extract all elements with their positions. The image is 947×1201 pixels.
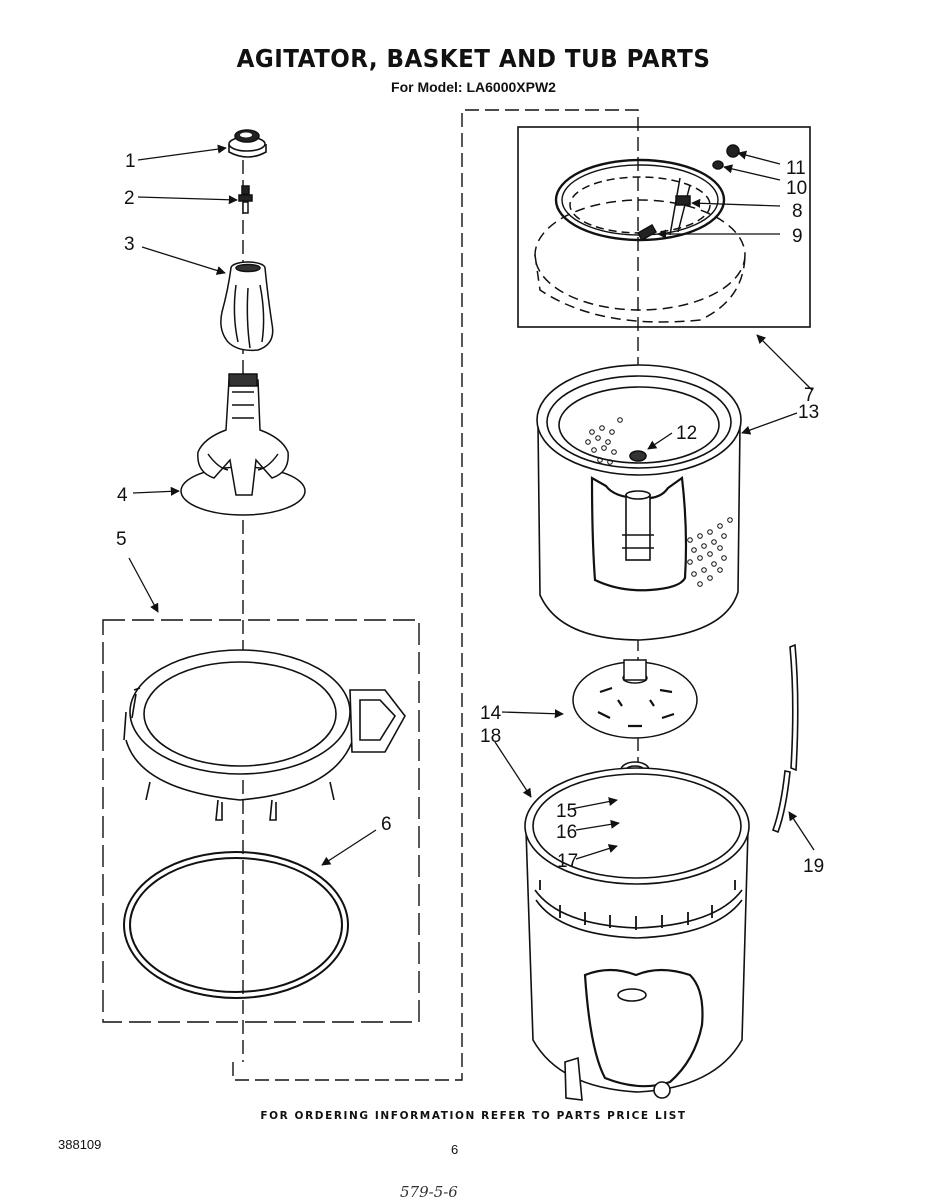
callout-8: 8 xyxy=(792,201,803,222)
agitator-base xyxy=(180,373,306,516)
page-number: 6 xyxy=(451,1142,459,1157)
agitator-barrel xyxy=(220,261,274,352)
callout-6: 6 xyxy=(381,814,392,835)
handwritten-note: 579-5-6 xyxy=(400,1183,458,1201)
callout-13: 13 xyxy=(798,402,819,423)
group-box-7 xyxy=(517,126,811,328)
wash-basket xyxy=(536,364,742,641)
outer-tub xyxy=(524,767,750,1101)
callout-19: 19 xyxy=(803,856,824,877)
basket-top-ring xyxy=(534,158,746,323)
callout-10: 10 xyxy=(786,178,807,199)
callout-labels: 1 2 3 4 5 6 7 8 9 10 11 12 13 14 15 16 1… xyxy=(116,151,824,877)
tub-clips xyxy=(539,880,736,930)
basket-holes xyxy=(585,417,733,587)
callout-14: 14 xyxy=(480,703,502,724)
model-subtitle: For Model: LA6000XPW2 xyxy=(391,79,556,95)
agitator-bolt xyxy=(238,185,253,214)
callout-1: 1 xyxy=(125,151,136,172)
callout-18: 18 xyxy=(480,726,501,747)
group-box-5 xyxy=(102,619,420,1023)
document-number: 388109 xyxy=(58,1137,102,1152)
tub-seal xyxy=(123,851,349,999)
callout-17: 17 xyxy=(557,851,578,872)
callout-15: 15 xyxy=(556,801,577,822)
callout-9: 9 xyxy=(792,226,803,247)
callout-leaders xyxy=(128,144,815,866)
ordering-note: FOR ORDERING INFORMATION REFER TO PARTS … xyxy=(260,1110,687,1122)
callout-4: 4 xyxy=(117,485,128,506)
callout-11: 11 xyxy=(786,158,806,179)
basket-hub xyxy=(572,659,698,739)
callout-5: 5 xyxy=(116,529,127,550)
callout-16: 16 xyxy=(556,822,577,843)
tub-ring xyxy=(123,649,406,821)
callout-12: 12 xyxy=(676,423,697,444)
callout-3: 3 xyxy=(124,234,135,255)
agitator-cap xyxy=(228,129,267,158)
page-title: AGITATOR, BASKET AND TUB PARTS xyxy=(236,44,711,73)
nut-and-washer xyxy=(712,144,740,170)
callout-2: 2 xyxy=(124,188,135,209)
drain-hose xyxy=(771,643,799,834)
callout-7: 7 xyxy=(804,385,815,406)
